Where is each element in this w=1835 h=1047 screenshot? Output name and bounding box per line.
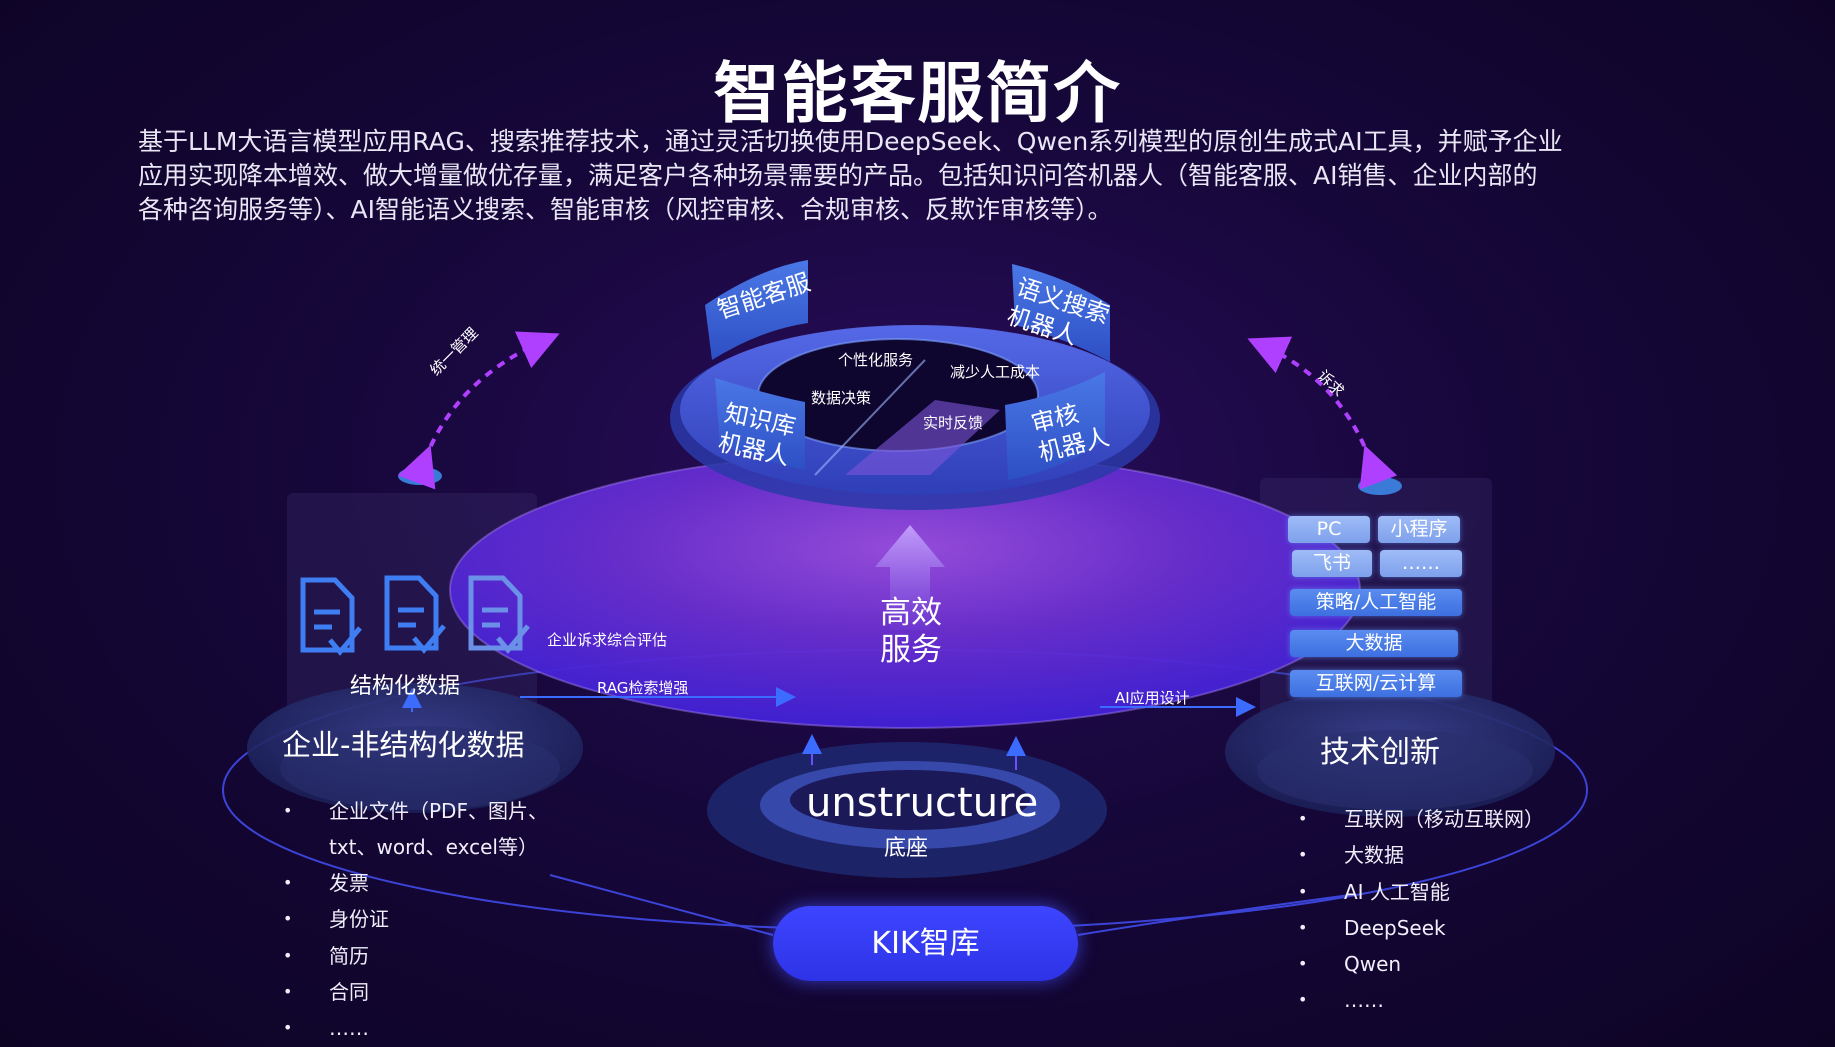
tech-pc: PC (1288, 516, 1370, 543)
list-item: DeepSeek (1298, 910, 1598, 946)
intro-line: 各种咨询服务等）、AI智能语义搜索、智能审核（风控审核、合规审核、反欺诈审核等）… (138, 195, 1113, 224)
base-sub: 底座 (884, 836, 929, 861)
center-title: 高效 服务 (880, 595, 942, 668)
list-item: 身份证 (283, 901, 563, 937)
tab-smart-cs-shape (705, 260, 808, 360)
label-rag: RAG检索增强 (597, 679, 689, 697)
label-eval: 企业诉求综合评估 (547, 631, 668, 649)
base-name: unstructure (806, 780, 1039, 826)
label-realtime: 实时反馈 (923, 414, 984, 432)
list-item: 简历 (283, 938, 563, 974)
list-item: …… (1298, 982, 1598, 1018)
document-icon-1 (300, 577, 362, 656)
label-ai-design: AI应用设计 (1115, 689, 1190, 707)
list-item: 合同 (283, 974, 563, 1010)
right-title: 技术创新 (1320, 735, 1440, 770)
list-item: 发票 (283, 865, 563, 901)
label-reduce-cost: 减少人工成本 (950, 363, 1041, 381)
label-data-decision: 数据决策 (811, 389, 872, 407)
list-item: 大数据 (1298, 837, 1598, 873)
tab-audit-shape (1005, 372, 1105, 480)
tech-bigdata: 大数据 (1290, 630, 1458, 657)
list-item: …… (283, 1010, 563, 1046)
document-icon-2 (384, 575, 446, 654)
tech-strategy-ai: 策略/人工智能 (1290, 589, 1462, 616)
right-bullet-list: 互联网（移动互联网） 大数据 AI 人工智能 DeepSeek Qwen …… (1298, 801, 1598, 1019)
kik-label: KIK智库 (773, 906, 1078, 981)
intro-paragraph: 基于LLM大语言模型应用RAG、搜索推荐技术，通过灵活切换使用DeepSeek、… (138, 125, 1728, 227)
tech-cloud: 互联网/云计算 (1290, 670, 1462, 697)
document-icon-3 (468, 575, 530, 654)
list-item: 企业文件（PDF、图片、txt、word、excel等） (283, 793, 563, 865)
structured-data-label: 结构化数据 (350, 674, 461, 699)
left-bullet-list: 企业文件（PDF、图片、txt、word、excel等） 发票 身份证 简历 合… (283, 793, 563, 1046)
left-node (398, 467, 442, 485)
list-item: 互联网（移动互联网） (1298, 801, 1598, 837)
page-title: 智能客服简介 (713, 55, 1122, 132)
up-arrow (875, 525, 945, 630)
list-item: Qwen (1298, 946, 1598, 982)
tab-kb-shape (715, 378, 805, 470)
label-personalized: 个性化服务 (838, 351, 914, 369)
tech-miniprogram: 小程序 (1378, 516, 1460, 543)
intro-line: 基于LLM大语言模型应用RAG、搜索推荐技术，通过灵活切换使用DeepSeek、… (138, 127, 1563, 156)
right-node (1358, 477, 1402, 495)
tab-semantic-shape (1012, 264, 1110, 362)
left-curve-arrow (397, 331, 560, 490)
tech-feishu: 飞书 (1292, 550, 1372, 577)
left-title: 企业-非结构化数据 (282, 728, 525, 762)
list-item: AI 人工智能 (1298, 874, 1598, 910)
right-curve-arrow (1247, 336, 1398, 490)
tech-more: …… (1380, 550, 1462, 577)
intro-line: 应用实现降本增效、做大增量做优存量，满足客户各种场景需要的产品。包括知识问答机器… (138, 161, 1538, 190)
